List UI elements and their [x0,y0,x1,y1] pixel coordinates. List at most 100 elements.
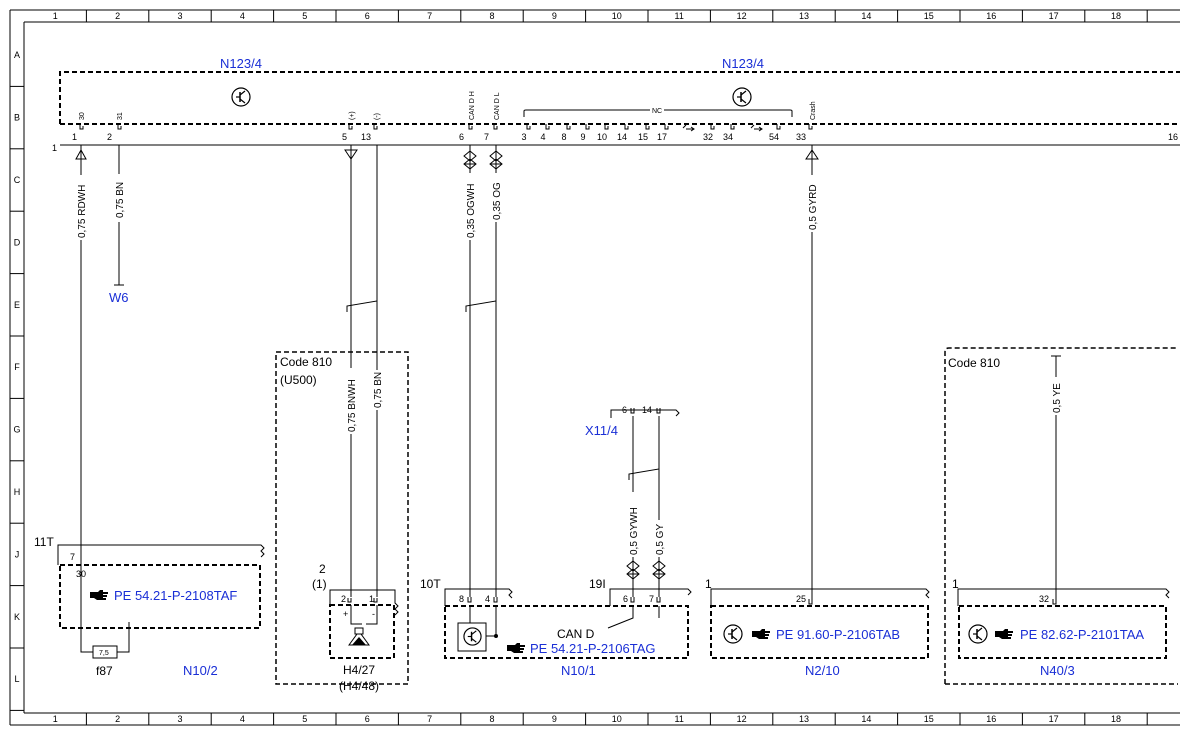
grid-column-label: 14 [861,11,871,21]
grid-row-label: C [14,175,21,185]
grid-column-label: 16 [986,11,996,21]
f87-label: f87 [96,664,113,678]
pin-tag-plus: (+) [349,111,356,120]
wire-gywh[interactable]: 0,5 GYWH [626,416,640,597]
frame [9,9,1180,726]
grid-column-label: 17 [1049,11,1059,21]
nc-pin: 34 [723,132,733,142]
connector-11t: 11T [34,535,54,549]
grid-column-label: 18 [1111,11,1121,21]
connector-1-n40: 1 [952,577,959,591]
nc-pin-stub [710,124,715,130]
n10-1-reference: PE 54.21-P-2106TAG [530,641,656,656]
grid-column-label: 11 [675,11,684,21]
grid-row-label: E [14,300,20,310]
wire-label-bn: 0,75 BN [115,182,126,218]
grid-column-label: 6 [365,11,370,21]
h4-27-speaker[interactable]: 2 (1) 2 1 + - H4/27 (H4/48) [312,562,399,693]
wire-label-ye: 0,5 YE [1052,383,1063,413]
fuse-value: 7,5 [99,650,109,657]
connector-19i: 19I [589,577,606,591]
grid-column-label: 5 [302,11,307,21]
connector-1-n2: 1 [705,577,712,591]
grid-column-label: 3 [177,11,182,21]
wire-label-gywh: 0,5 GYWH [629,507,640,555]
grid-column-label: 9 [552,11,557,21]
nc-pin-stub [566,124,571,130]
wire-og[interactable]: 0,35 OG [465,145,503,597]
grid-column-label: 1 [53,714,58,724]
nc-pin-stub [604,124,609,130]
code-810-right-box: Code 810 [944,347,1178,685]
grid-column-label: 1 [53,11,58,21]
grid-row-label: L [14,674,19,684]
n10-2-module[interactable]: 11T 7 30 PE 54.21-P-2108TAF 7,5 f87 N10/… [34,535,265,678]
grid-column-label: 13 [799,11,809,21]
grid-column-label: 10 [612,714,622,724]
pin-tag-31: 31 [117,112,124,120]
n2-10-module[interactable]: 1 25 PE 91.60-P-2106TAB N2/10 [705,577,930,678]
n10-1-pin-6: 6 [623,594,628,604]
code-810-u500-box: Code 810 (U500) [275,351,409,685]
grid-column-label: 17 [1049,714,1059,724]
grid-column-label: 7 [427,714,432,724]
pin-stubs [79,124,813,132]
wire-gy[interactable]: 0,5 GY [628,416,666,597]
grid-row-label: D [14,237,21,247]
grid-row-label: J [15,549,20,559]
n10-1-pin-4: 4 [485,594,490,604]
code-810-label-right: Code 810 [948,356,1000,370]
h4-48-label: (H4/48) [339,679,379,693]
u500-label: (U500) [280,373,317,387]
nc-pin: 15 [638,132,648,142]
grid-column-label: 8 [489,11,494,21]
transistor-icon [732,87,752,107]
transistor-icon [968,624,988,644]
n40-3-module[interactable]: 1 32 PE 82.62-P-2101TAA N40/3 [952,577,1170,678]
pin-tag-crash: Crash [810,101,817,120]
nc-pin: 17 [657,132,667,142]
connector-1: 1 [52,143,57,153]
nc-pin: 14 [617,132,627,142]
nc-pin: 4 [540,132,545,142]
n2-10-label: N2/10 [805,663,840,678]
pointing-hand-icon [507,643,525,653]
pin-2: 2 [107,132,112,142]
grid-column-label: 14 [861,714,871,724]
wire-rdwh[interactable]: 0,75 RDWH [75,145,88,565]
grid-column-label: 15 [924,11,934,21]
wire-bn[interactable]: 0,75 BN W6 [109,145,129,305]
grid-row-label: H [14,487,21,497]
n40-3-label: N40/3 [1040,663,1075,678]
n10-1-pin-7: 7 [649,594,654,604]
pin-tag-minus: (-) [374,113,381,120]
wire-ogwh[interactable]: 0,35 OGWH [463,145,477,597]
n10-1-label: N10/1 [561,663,596,678]
wire-ye[interactable]: 0,5 YE [1051,355,1063,603]
nc-pin-stub [645,124,650,130]
x11-4-connector[interactable]: 6 14 X11/4 [585,405,680,438]
wire-label-og: 0,35 OG [492,182,503,220]
x11-4-label: X11/4 [585,423,618,438]
wire-bn-2[interactable]: 0,75 BN [346,145,384,597]
pin-7: 7 [484,132,489,142]
grid-row-label: G [13,425,20,435]
code-810-label: Code 810 [280,355,332,369]
n40-3-pin-32: 32 [1039,594,1049,604]
n10-1-module[interactable]: 10T 19I 8 4 6 7 CAN D PE 54.21-P-2106TAG… [420,577,692,678]
wire-label-gyrd: 0,5 GYRD [808,184,819,230]
pin-13: 13 [361,132,371,142]
grid-row-label: A [14,50,20,60]
grid-column-label: 6 [365,714,370,724]
x11-pin-14: 14 [642,405,652,415]
wire-gyrd[interactable]: 0,5 GYRD [805,145,819,603]
nc-pin: 8 [561,132,566,142]
grid-column-label: 4 [240,11,245,21]
grid-column-label: 2 [115,714,120,724]
n123-4-module[interactable]: N123/4 N123/4 1 30 31 (+) (-) CAN D H CA… [52,56,1180,153]
pin-16: 16 [1168,132,1178,142]
wire-bnwh[interactable]: 0,75 BNWH [344,145,358,597]
h4-27-label: H4/27 [343,663,375,677]
